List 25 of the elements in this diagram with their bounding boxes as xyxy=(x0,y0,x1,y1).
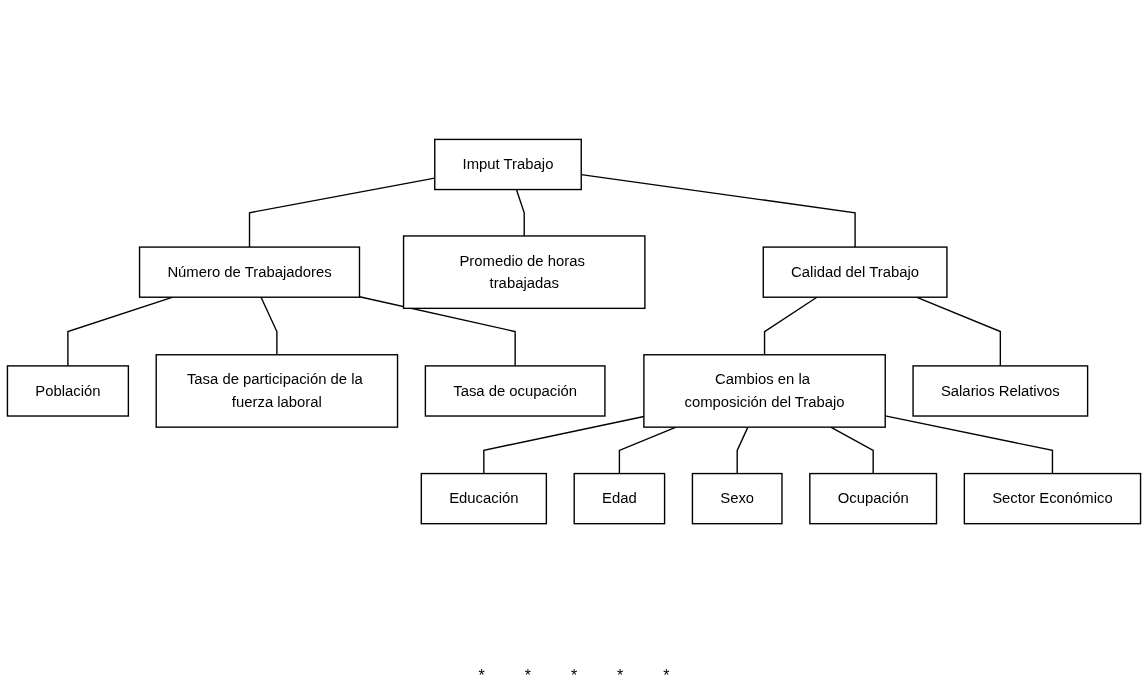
node-box: Promedio de horas trabajadas xyxy=(402,235,646,309)
connector xyxy=(763,296,818,356)
node-box: Tasa de ocupación xyxy=(424,365,606,417)
node-box: Salarios Relativos xyxy=(912,365,1089,417)
connector xyxy=(358,296,516,367)
node-box: Sector Económico xyxy=(963,472,1142,525)
connector xyxy=(830,426,874,475)
multiplication-sign: * xyxy=(617,667,624,685)
node-box: Sexo xyxy=(691,472,783,525)
node-box: Población xyxy=(6,365,130,417)
node-box: Calidad del Trabajo xyxy=(762,246,948,298)
node-box: Edad xyxy=(573,472,666,525)
multiplication-sign: * xyxy=(570,667,578,685)
node-box: Educación xyxy=(420,472,548,525)
multiplication-sign: * xyxy=(663,667,670,685)
multiplication-sign: * xyxy=(524,667,531,685)
connector xyxy=(736,426,749,475)
connector xyxy=(515,188,525,237)
connector xyxy=(260,296,278,356)
node-box: Imput Trabajo xyxy=(434,138,582,191)
node-box: Ocupación xyxy=(809,472,938,525)
node-box: Tasa de participación de la fuerza laboral xyxy=(155,354,399,428)
node-box: Número de Trabajadores xyxy=(138,246,361,298)
node-box: Cambios en la composición del Trabajo xyxy=(643,354,886,428)
multiplication-sign: * xyxy=(478,667,485,685)
